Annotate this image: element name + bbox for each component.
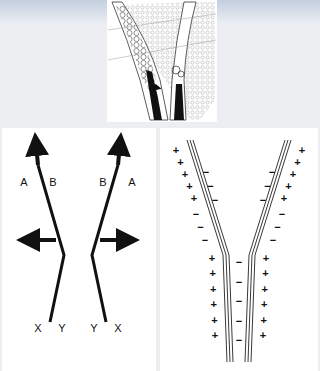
charge-sign: − (236, 335, 242, 346)
charge-sign: + (209, 253, 215, 264)
charge-sign: + (262, 268, 268, 279)
charge-sign: + (263, 253, 269, 264)
charge-sign: − (236, 257, 242, 268)
point-label: A (20, 177, 27, 188)
charge-sign: + (177, 157, 183, 168)
charge-sign: − (236, 276, 242, 287)
point-label: Y (58, 323, 65, 334)
point-label: B (99, 177, 106, 188)
point-label: Y (90, 323, 97, 334)
charge-sign: + (212, 330, 218, 341)
charge-sign: − (193, 209, 199, 220)
charge-sign: − (270, 235, 276, 246)
charge-sign: + (186, 181, 192, 192)
charge-sign: − (212, 195, 218, 206)
charge-sign: − (202, 235, 208, 246)
charge-sign: − (236, 296, 242, 307)
charge-sign: − (269, 167, 275, 178)
charge-diagram (160, 128, 318, 371)
charge-sign: + (262, 283, 268, 294)
charge-sign: + (260, 330, 266, 341)
point-label: X (114, 323, 121, 334)
charge-sign: − (274, 222, 280, 233)
charge-sign: − (264, 181, 270, 192)
charge-sign: + (294, 157, 300, 168)
charge-sign: − (279, 209, 285, 220)
point-label: B (49, 177, 56, 188)
follicle-figure (107, 0, 217, 122)
charge-sign: − (260, 195, 266, 206)
charge-sign: − (207, 181, 213, 192)
charge-sign: + (290, 169, 296, 180)
charge-sign: + (261, 299, 267, 310)
force-diagram (2, 128, 156, 371)
charge-sign: + (211, 299, 217, 310)
charge-sign: + (211, 314, 217, 325)
charge-sign: − (236, 315, 242, 326)
charge-sign: + (210, 283, 216, 294)
point-label: X (34, 323, 41, 334)
charge-sign: − (203, 167, 209, 178)
charge-sign: + (285, 181, 291, 192)
charge-sign: + (281, 193, 287, 204)
point-label: A (128, 177, 135, 188)
charge-sign: − (197, 222, 203, 233)
charge-sign: + (260, 314, 266, 325)
charge-sign: + (191, 193, 197, 204)
charge-sign: + (182, 169, 188, 180)
charge-sign: + (173, 145, 179, 156)
charge-sign: + (299, 145, 305, 156)
charge-sign: + (209, 268, 215, 279)
